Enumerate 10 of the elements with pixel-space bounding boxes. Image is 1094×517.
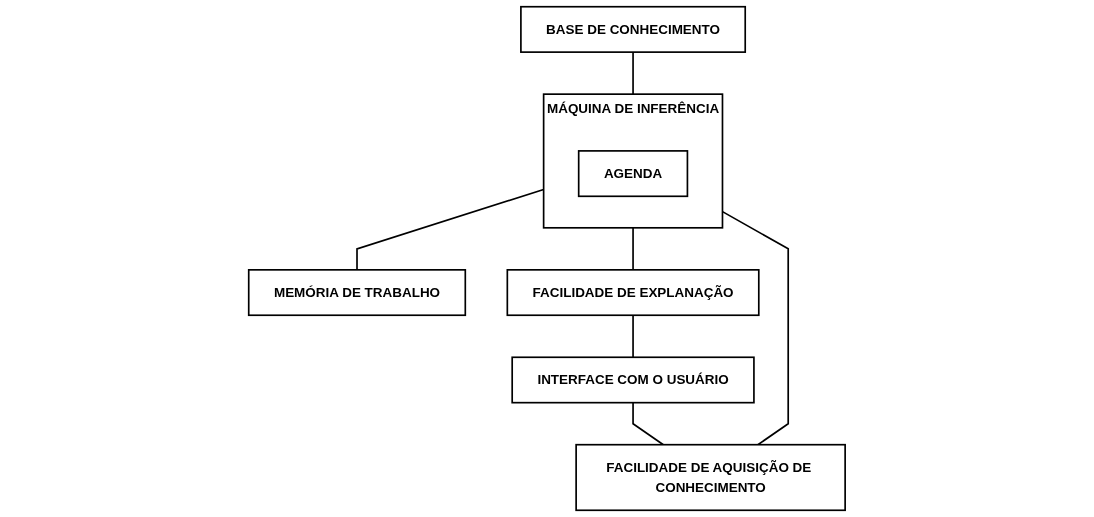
connector — [632, 227, 634, 271]
connector — [632, 314, 634, 359]
node-box: INTERFACE COM O USUÁRIO — [511, 356, 755, 404]
connector — [632, 51, 634, 95]
node-box: BASE DE CONHECIMENTO — [520, 5, 747, 53]
node-box: AGENDA — [577, 150, 689, 198]
connector — [632, 401, 665, 446]
node-box: FACILIDADE DE EXPLANAÇÃO — [506, 269, 760, 317]
node-box: FACILIDADE DE AQUISIÇÃO DE CONHECIMENTO — [575, 443, 847, 512]
node-box: MEMÓRIA DE TRABALHO — [247, 269, 467, 317]
